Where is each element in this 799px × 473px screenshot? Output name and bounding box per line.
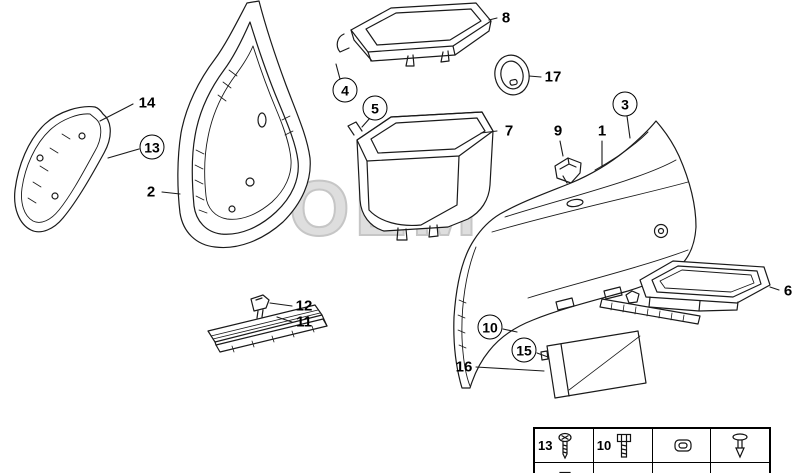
legend-row: 15 5 [535,463,769,473]
part-8-storage-tray [336,2,492,67]
part-11-sill-strip [207,304,328,353]
legend-cell-grommet [653,429,712,462]
callout-11: 11 [296,313,312,331]
callout-10: 10 [477,314,503,340]
callout-15: 15 [511,337,537,363]
callout-14: 14 [138,94,156,112]
expanding-rivet-icon [732,432,748,458]
part-16-flat-panel [540,330,647,399]
part-12-clip [250,294,270,319]
callout-9: 9 [553,122,563,140]
hex-bolt-icon [617,433,632,458]
callout-12: 12 [295,297,313,315]
legend-row: 13 10 [535,429,769,463]
callout-2: 2 [146,183,156,201]
grommet-icon [673,438,692,452]
screw-icon [558,432,573,459]
callout-8: 8 [501,9,511,27]
legend-number: 13 [538,438,553,453]
fastener-legend-table: 13 10 [533,427,771,473]
callout-5: 5 [362,95,388,121]
callout-13: 13 [139,134,165,160]
part-7-storage-box [347,111,494,241]
part-6-storage-tray [599,260,771,325]
callout-16: 16 [455,358,473,376]
part-1-trunk-trim-panel [453,120,697,389]
legend-cell-10: 10 [594,429,653,462]
leader-lines [99,17,780,372]
part-14-trim-panel [14,106,111,233]
legend-cell-rivet [711,429,769,462]
legend-cell-oval [653,463,712,473]
callout-6: 6 [783,282,793,300]
part-9-bracket [554,157,582,184]
callout-7: 7 [504,122,514,140]
legend-cell-13: 13 [535,429,594,462]
callout-17: 17 [544,68,562,86]
part-2-side-trim-panel [177,0,311,249]
legend-cell-blank [711,463,769,473]
callout-4: 4 [332,77,358,103]
legend-cell-15: 15 [535,463,594,473]
callout-3: 3 [612,91,638,117]
callout-1: 1 [597,122,607,140]
legend-cell-5: 5 [594,463,653,473]
legend-number: 10 [596,438,612,453]
part-17-oval-cover [494,54,530,96]
